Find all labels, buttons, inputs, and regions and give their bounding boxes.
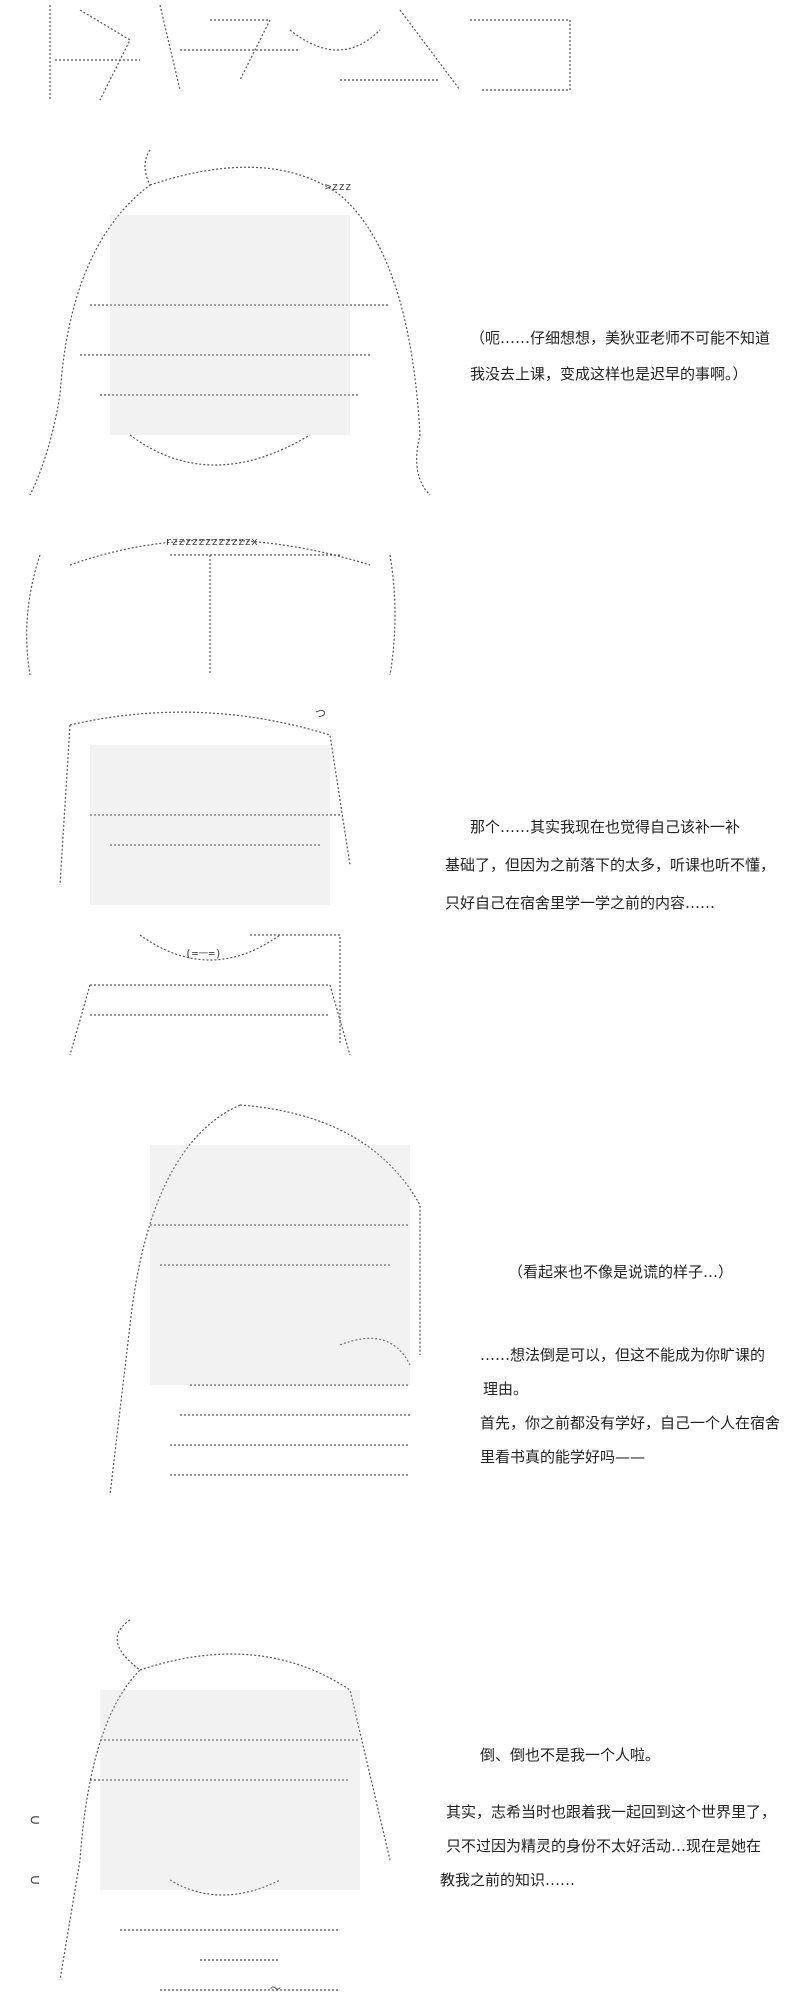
dialogue-panel-1: （呃……仔细想想，美狄亚老师不可能不知道 我没去上课，变成这样也是迟早的事啊。）: [470, 320, 770, 392]
dialogue-line: 基础了，但因为之前落下的太多，听课也听不懂，: [445, 856, 776, 874]
ascii-art-girl-smiling: ⊂ ⊂ 〜: [20, 1600, 410, 2000]
dialogue-panel-4a: 倒、倒也不是我一个人啦。: [480, 1745, 660, 1765]
dialogue-panel-2: 那个……其实我现在也觉得自己该补一补 基础了，但因为之前落下的太多，听课也听不懂…: [445, 808, 775, 922]
dialogue-line: 首先，你之前都没有学好，自己一个人在宿舍: [480, 1414, 781, 1432]
dialogue-panel-4b: 其实，志希当时也跟着我一起回到这个世界里了， 只不过因为精灵的身份不太好活动…现…: [440, 1795, 776, 1897]
ascii-art-sleeping-girl: >zzz rzzzzzzzzzzzzx: [10, 135, 450, 685]
zzz-mark: >zzz: [325, 180, 352, 193]
dialogue-line: 只好自己在宿舍里学一学之前的内容……: [445, 894, 716, 912]
ascii-art-teacher: [90, 1085, 450, 1505]
dialogue-line: （看起来也不像是说谎的样子…）: [508, 1263, 734, 1281]
dialogue-line: （呃……仔细想想，美狄亚老师不可能不知道: [470, 329, 771, 347]
dialogue-line: 那个……其实我现在也觉得自己该补一补: [470, 818, 741, 836]
sweat-mark: つ: [315, 707, 326, 720]
dialogue-line: 倒、倒也不是我一个人啦。: [480, 1746, 661, 1764]
ascii-art-girl-explaining: つ (=ㅡ=): [50, 705, 360, 1055]
snore-mark: rzzzzzzzzzzzzx: [165, 535, 258, 548]
dialogue-line: 教我之前的知识……: [440, 1871, 576, 1889]
dialogue-line: ……想法倒是可以，但这不能成为你旷课的: [480, 1346, 766, 1364]
dialogue-line: 只不过因为精灵的身份不太好活动…现在是她在: [446, 1837, 762, 1855]
dialogue-line: 理由。: [483, 1380, 529, 1398]
ascii-art-top-fragment: [40, 0, 600, 105]
dialogue-panel-3a: （看起来也不像是说谎的样子…）: [508, 1262, 733, 1282]
mouth-mark: (=ㅡ=): [185, 947, 222, 960]
hook-mark-2: ⊂: [30, 1870, 40, 1889]
dialogue-line: 我没去上课，变成这样也是迟早的事啊。）: [470, 365, 748, 383]
wave-mark: 〜: [270, 1982, 281, 1995]
dialogue-panel-3b: ……想法倒是可以，但这不能成为你旷课的 理由。 首先，你之前都没有学好，自己一个…: [480, 1338, 780, 1474]
dialogue-line: 里看书真的能学好吗——: [480, 1448, 646, 1466]
dialogue-line: 其实，志希当时也跟着我一起回到这个世界里了，: [446, 1803, 777, 1821]
hook-mark-1: ⊂: [30, 1810, 40, 1829]
